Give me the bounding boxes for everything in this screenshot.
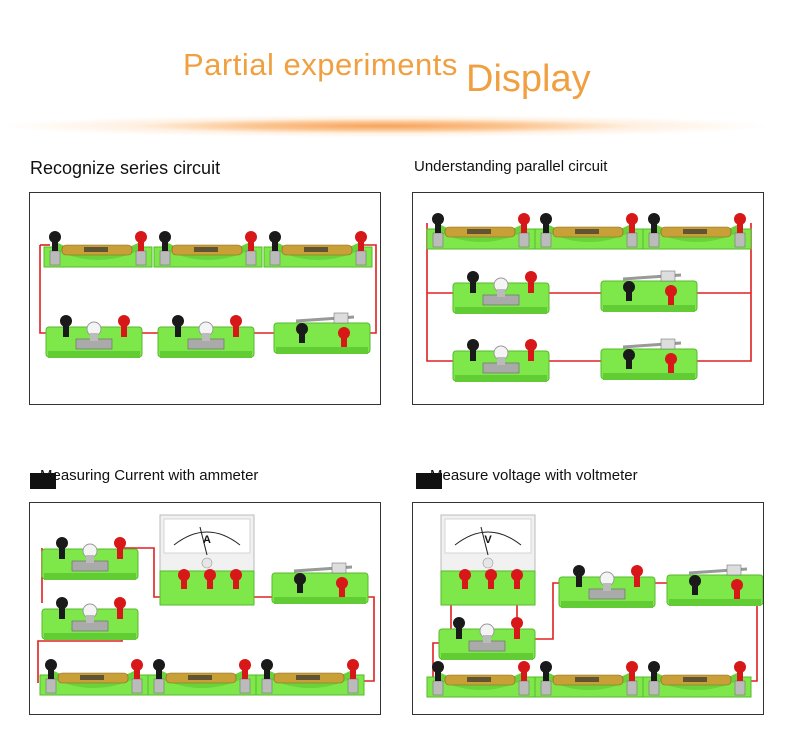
switch-module	[665, 563, 763, 608]
title-part1: Partial experiments	[183, 47, 458, 82]
caption-voltmeter: Measure voltage with voltmeter	[430, 467, 638, 484]
redaction-mark	[30, 473, 56, 489]
battery-holder	[153, 230, 263, 268]
battery-holder	[534, 660, 644, 698]
battery-holder	[426, 660, 536, 698]
bulb-module	[558, 564, 656, 609]
bulb-module	[452, 270, 550, 315]
bulb-module	[157, 314, 255, 359]
decorative-glow-divider	[0, 112, 770, 140]
voltmeter: V	[440, 514, 536, 606]
battery-holder	[43, 230, 153, 268]
battery-holder	[642, 660, 752, 698]
switch-module	[599, 337, 699, 382]
caption-series-circuit: Recognize series circuit	[30, 158, 221, 178]
bulb-module	[41, 536, 139, 581]
red-wire	[39, 244, 377, 334]
ammeter: A	[159, 514, 255, 606]
battery-holder	[39, 658, 149, 696]
redaction-mark	[416, 473, 442, 489]
battery-holder	[147, 658, 257, 696]
voltmeter-circuit-image: V	[412, 502, 764, 715]
ammeter-letter: A	[203, 534, 211, 546]
bulb-module	[41, 596, 139, 641]
battery-holder	[426, 212, 536, 250]
red-wire	[426, 223, 752, 362]
battery-holder	[263, 230, 373, 268]
battery-holder	[255, 658, 365, 696]
ammeter-circuit-image: A	[29, 502, 381, 715]
switch-module	[270, 561, 370, 606]
switch-module	[599, 269, 699, 314]
bulb-module	[438, 616, 536, 661]
title-part2: Display	[466, 58, 591, 100]
parallel-circuit-image	[412, 192, 764, 405]
battery-holder	[642, 212, 752, 250]
voltmeter-letter: V	[484, 534, 492, 546]
caption-parallel-circuit: Understanding parallel circuit	[414, 158, 608, 175]
series-circuit-image	[29, 192, 381, 405]
bulb-module	[452, 338, 550, 383]
switch-module	[272, 311, 372, 356]
bulb-module	[45, 314, 143, 359]
battery-holder	[534, 212, 644, 250]
caption-ammeter: Measuring Current with ammeter	[40, 467, 259, 484]
